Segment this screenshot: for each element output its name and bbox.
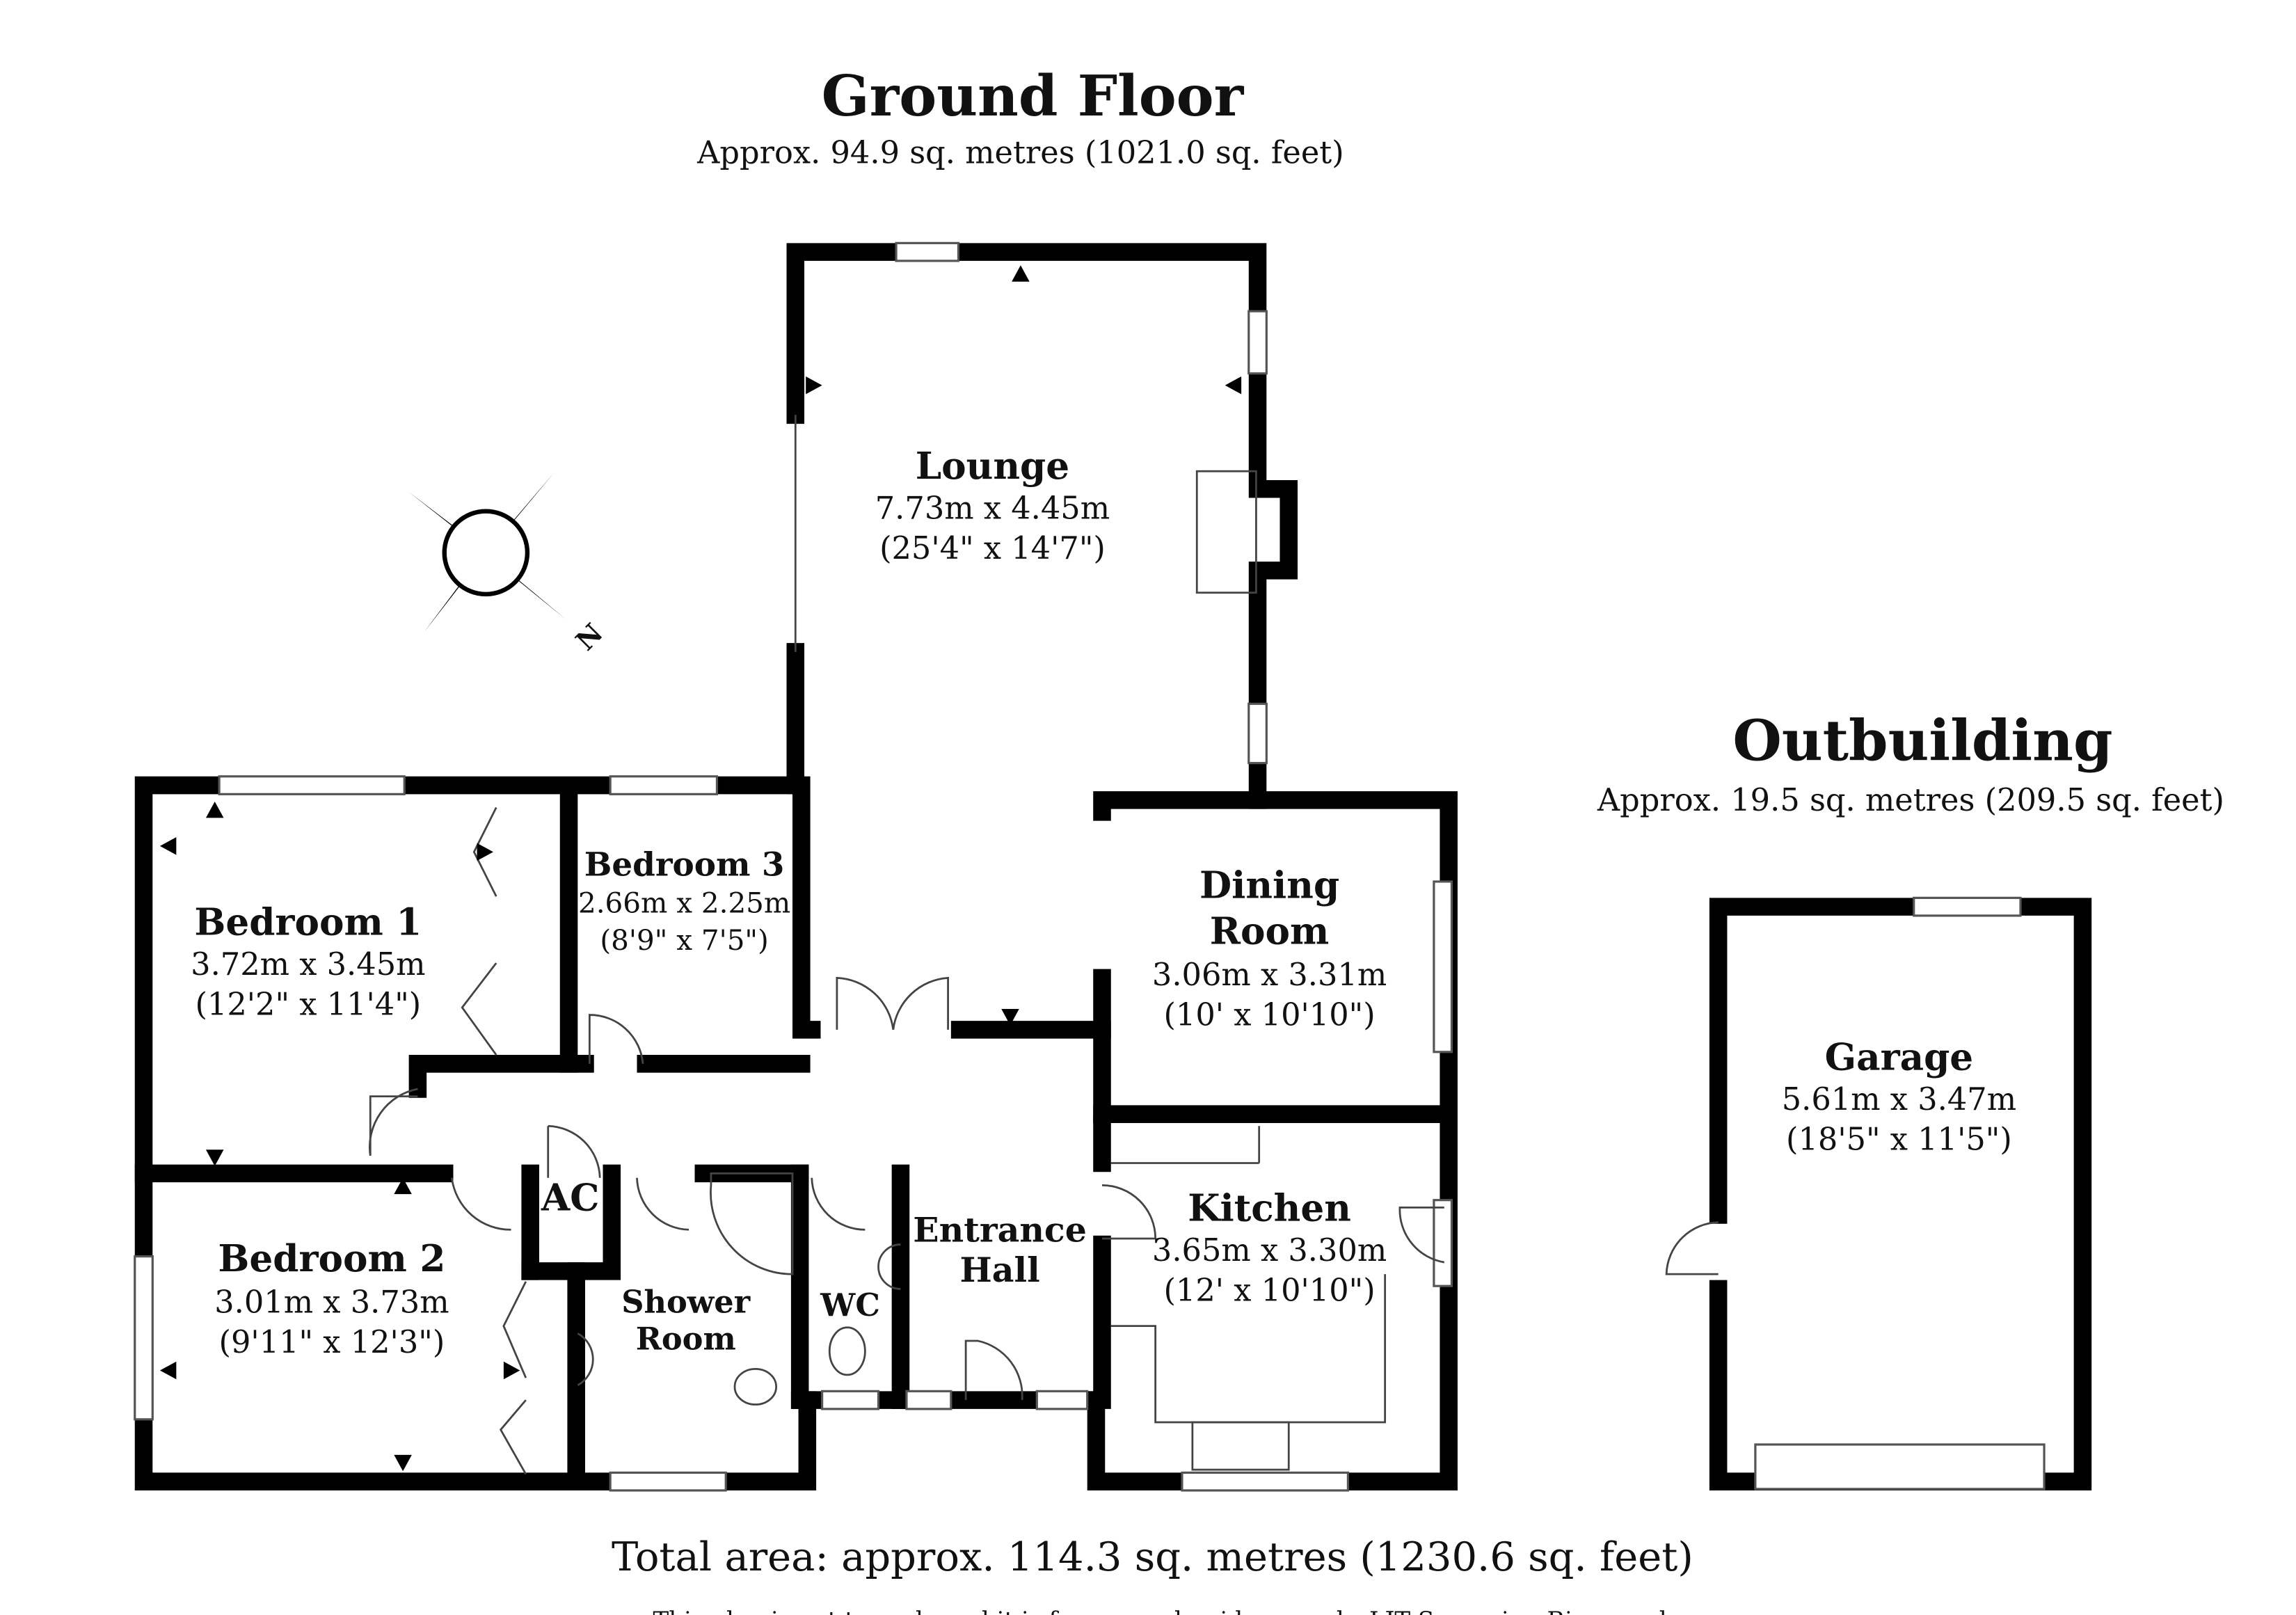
garage-metric: 5.61m x 3.47m	[1782, 1081, 2016, 1117]
garage-label: Garage	[1825, 1035, 1974, 1079]
doors	[369, 470, 1445, 1475]
bedroom2-imperial: (9'11" x 12'3")	[219, 1324, 445, 1360]
garage-walls	[1665, 896, 2092, 1490]
lounge-label: Lounge	[916, 444, 1069, 488]
ground-floor-area: Approx. 94.9 sq. metres (1021.0 sq. feet…	[696, 134, 1344, 170]
lounge-metric: 7.73m x 4.45m	[875, 490, 1110, 526]
bedroom1-imperial: (12'2" x 11'4")	[195, 987, 421, 1023]
garage-imperial: (18'5" x 11'5")	[1786, 1121, 2012, 1157]
dining-label-line1: Dining	[1199, 863, 1339, 907]
compass-icon: N	[408, 472, 609, 658]
north-label: N	[570, 618, 609, 658]
bedroom3-imperial: (8'9" x 7'5")	[600, 923, 768, 957]
dining-label-line2: Room	[1210, 909, 1330, 953]
windows	[134, 241, 1453, 1492]
shower-label-line1: Shower	[621, 1284, 750, 1321]
outbuilding-area: Approx. 19.5 sq. metres (209.5 sq. feet)	[1597, 782, 2224, 818]
kitchen-imperial: (12' x 10'10")	[1163, 1272, 1375, 1308]
wc-label: WC	[820, 1287, 880, 1323]
disclaimer: This plan is not to scale and it is for …	[653, 1607, 1666, 1615]
kitchen-metric: 3.65m x 3.30m	[1152, 1232, 1387, 1268]
ac-label: AC	[541, 1176, 600, 1220]
bedroom3-label: Bedroom 3	[584, 845, 785, 884]
bedroom1-label: Bedroom 1	[194, 900, 422, 944]
bedroom2-label: Bedroom 2	[218, 1236, 445, 1280]
outbuilding-title: Outbuilding	[1732, 708, 2112, 774]
ground-floor-title: Ground Floor	[822, 63, 1245, 129]
bedroom1-metric: 3.72m x 3.45m	[191, 946, 425, 982]
bedroom2-metric: 3.01m x 3.73m	[214, 1284, 449, 1320]
dining-metric: 3.06m x 3.31m	[1152, 957, 1387, 993]
lounge-imperial: (25'4" x 14'7")	[879, 530, 1106, 566]
bedroom3-metric: 2.66m x 2.25m	[578, 886, 790, 920]
hall-label-line1: Entrance	[913, 1209, 1087, 1250]
direction-markers	[159, 265, 1242, 1472]
kitchen-label: Kitchen	[1188, 1186, 1351, 1230]
dining-imperial: (10' x 10'10")	[1163, 996, 1375, 1033]
shower-label-line2: Room	[636, 1321, 736, 1358]
total-area: Total area: approx. 114.3 sq. metres (12…	[612, 1534, 1693, 1580]
hall-label-line2: Hall	[960, 1250, 1040, 1290]
